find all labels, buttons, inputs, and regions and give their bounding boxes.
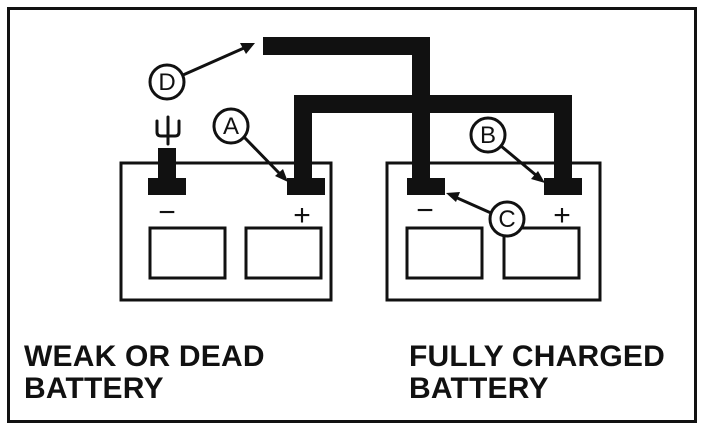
weak-negative-terminal	[148, 178, 186, 195]
weak-battery-caption: WEAK OR DEAD BATTERY	[24, 341, 344, 405]
callout-a: A	[212, 107, 288, 182]
full-caption-line1: FULLY CHARGED	[409, 340, 665, 373]
negative-jumper-cable	[263, 37, 430, 180]
weak-positive-terminal	[287, 178, 325, 195]
callout-c: C	[446, 192, 526, 238]
full-negative-sign: −	[416, 194, 434, 227]
ground-post	[158, 148, 176, 180]
callout-a-label: A	[223, 113, 239, 140]
full-battery-cell-right	[502, 226, 581, 280]
weak-battery-body	[119, 161, 333, 302]
full-negative-terminal	[407, 178, 445, 195]
full-battery-cell-left	[405, 226, 484, 280]
full-battery-body	[385, 161, 602, 302]
weak-positive-sign: +	[293, 199, 311, 232]
callout-b: B	[469, 116, 545, 183]
weak-battery-cell-right	[244, 226, 323, 280]
full-battery: − +	[385, 161, 602, 302]
ground-icon	[155, 115, 181, 146]
callout-c-label: C	[498, 206, 515, 233]
callout-d-label: D	[158, 69, 175, 96]
full-positive-sign: +	[553, 199, 571, 232]
diagram-frame	[7, 7, 697, 423]
callout-b-label: B	[480, 122, 496, 149]
callout-d: D	[148, 43, 255, 101]
weak-battery: − +	[119, 161, 333, 302]
weak-caption-line1: WEAK OR DEAD	[24, 340, 265, 373]
full-positive-terminal	[544, 178, 582, 195]
weak-battery-cell-left	[148, 226, 227, 280]
full-caption-line2: BATTERY	[409, 372, 549, 405]
weak-caption-line2: BATTERY	[24, 372, 164, 405]
positive-jumper-cable	[294, 95, 572, 178]
full-battery-caption: FULLY CHARGED BATTERY	[409, 341, 699, 405]
weak-negative-sign: −	[158, 196, 176, 229]
